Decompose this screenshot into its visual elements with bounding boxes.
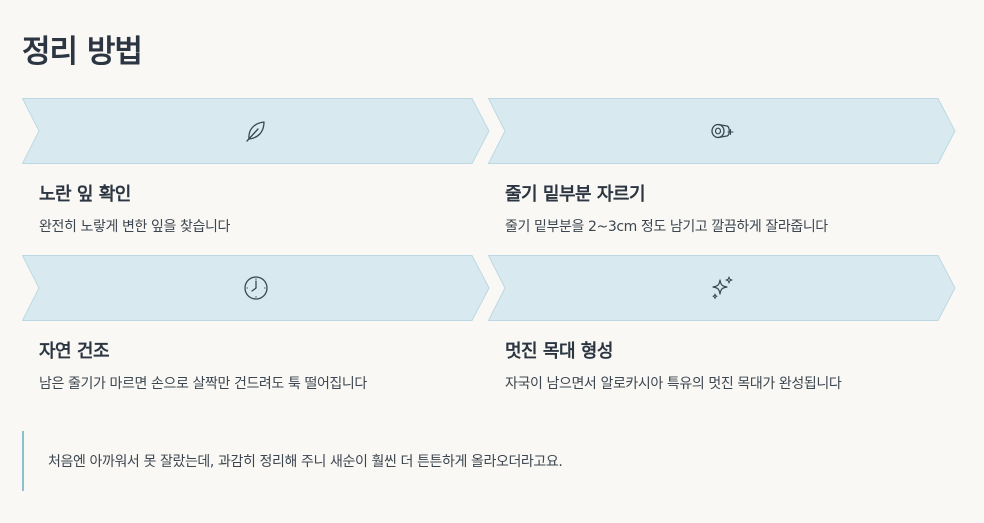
step-banner [22, 255, 490, 321]
step-card-4: 멋진 목대 형성 자국이 남으면서 알로카시아 특유의 멋진 목대가 완성됩니다 [488, 255, 956, 392]
sparkle-icon [712, 276, 733, 299]
chevron-banner-shape [488, 255, 956, 321]
step-description: 완전히 노랗게 변한 잎을 찾습니다 [39, 219, 230, 235]
step-card-2: 줄기 밑부분 자르기 줄기 밑부분을 2~3cm 정도 남기고 깔끔하게 잘라줍… [488, 98, 956, 235]
step-heading: 자연 건조 [39, 341, 110, 362]
step-heading: 멋진 목대 형성 [505, 341, 613, 362]
page-title: 정리 방법 [22, 34, 143, 70]
step-banner [488, 255, 956, 321]
step-card-1: 노란 잎 확인 완전히 노랗게 변한 잎을 찾습니다 [22, 98, 490, 235]
step-heading: 줄기 밑부분 자르기 [505, 184, 646, 205]
log-cut-icon [711, 123, 734, 139]
tip-quote: 처음엔 아까워서 못 잘랐는데, 과감히 정리해 주니 새순이 훨씬 더 튼튼하… [22, 431, 962, 491]
step-banner [22, 98, 490, 164]
chevron-banner-shape [488, 98, 956, 164]
clock-icon [244, 276, 268, 300]
step-card-3: 자연 건조 남은 줄기가 마르면 손으로 살짝만 건드려도 툭 떨어집니다 [22, 255, 490, 392]
step-description: 자국이 남으면서 알로카시아 특유의 멋진 목대가 완성됩니다 [505, 376, 842, 392]
tip-quote-text: 처음엔 아까워서 못 잘랐는데, 과감히 정리해 주니 새순이 훨씬 더 튼튼하… [48, 454, 563, 470]
step-description: 줄기 밑부분을 2~3cm 정도 남기고 깔끔하게 잘라줍니다 [505, 219, 828, 235]
leaf-icon [246, 121, 265, 142]
step-banner [488, 98, 956, 164]
step-heading: 노란 잎 확인 [39, 184, 131, 205]
step-description: 남은 줄기가 마르면 손으로 살짝만 건드려도 툭 떨어집니다 [39, 376, 367, 392]
